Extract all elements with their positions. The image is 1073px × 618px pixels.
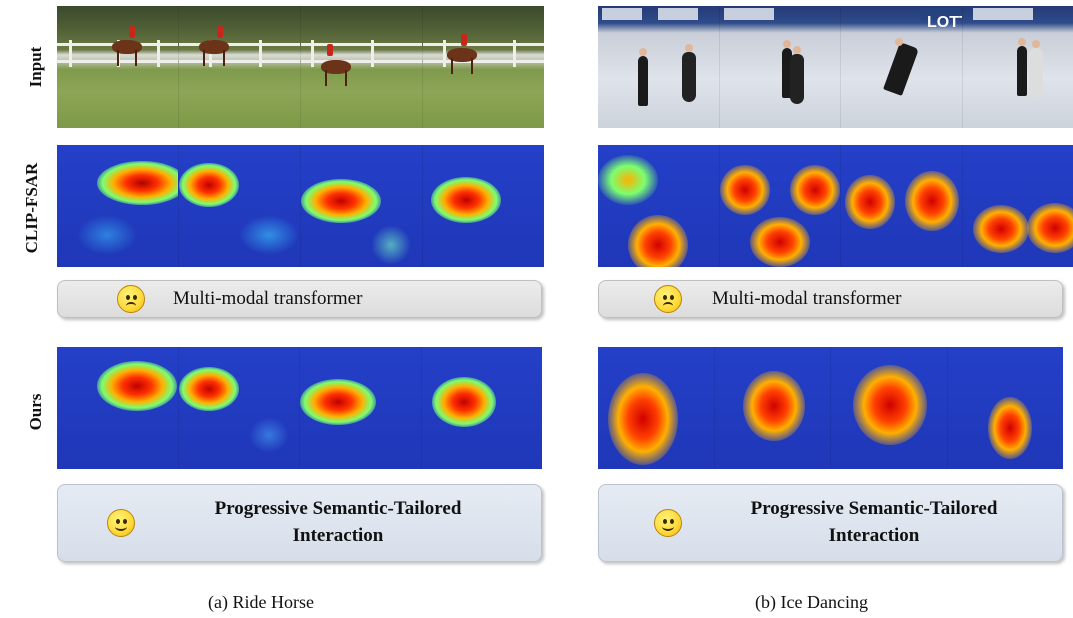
heatmap-frame	[841, 145, 963, 267]
ours-caption-line1: Progressive Semantic-Tailored	[214, 498, 462, 519]
heatmap-frame	[423, 145, 544, 267]
smiling-face-icon	[654, 509, 682, 537]
ours-caption-line2: Interaction	[828, 525, 920, 546]
clip-fsar-caption-text: Multi-modal transformer	[173, 288, 363, 309]
heatmap-frame	[962, 145, 1073, 267]
input-frame	[57, 6, 179, 128]
row-label-ours: Ours	[26, 393, 45, 431]
input-frame	[301, 6, 423, 128]
clip-fsar-heatmaps-ice	[598, 145, 1073, 267]
heatmap-frame	[719, 145, 841, 267]
heatmap-frame	[57, 145, 179, 267]
input-frame	[598, 6, 720, 128]
row-label-input: Input	[26, 46, 45, 88]
ours-caption-line1: Progressive Semantic-Tailored	[750, 498, 998, 519]
heatmap-frame	[947, 347, 1063, 469]
clip-fsar-caption-text: Multi-modal transformer	[712, 288, 902, 309]
input-frame	[423, 6, 544, 128]
heatmap-frame	[598, 145, 720, 267]
lotte-ad-text: LOTTE	[927, 14, 962, 31]
sad-face-icon	[117, 285, 145, 313]
clip-fsar-heatmaps-horse	[57, 145, 544, 267]
heatmap-frame	[598, 347, 715, 469]
sad-face-icon	[654, 285, 682, 313]
heatmap-frame	[300, 347, 422, 469]
clip-fsar-caption-box-a: Multi-modal transformer	[57, 280, 542, 318]
row-label-clip-fsar: CLIP-FSAR	[22, 162, 41, 254]
ours-caption-box-a: Progressive Semantic-Tailored Interactio…	[57, 484, 542, 562]
heatmap-frame	[421, 347, 542, 469]
subcaption-a: (a) Ride Horse	[208, 592, 314, 612]
heatmap-frame	[179, 145, 301, 267]
smiling-face-icon	[107, 509, 135, 537]
ours-caption-text: Progressive Semantic-Tailored Interactio…	[158, 495, 518, 549]
heatmap-frame	[301, 145, 423, 267]
input-frame	[179, 6, 301, 128]
input-frame: LOTTE	[841, 6, 963, 128]
ours-heatmaps-horse	[57, 347, 542, 469]
heatmap-frame	[178, 347, 300, 469]
clip-fsar-caption-box-b: Multi-modal transformer	[598, 280, 1063, 318]
ours-caption-line2: Interaction	[292, 525, 384, 546]
heatmap-frame	[714, 347, 831, 469]
input-frame	[719, 6, 841, 128]
input-frame	[962, 6, 1073, 128]
heatmap-frame	[831, 347, 948, 469]
ours-caption-text: Progressive Semantic-Tailored Interactio…	[699, 495, 1049, 549]
subcaption-b: (b) Ice Dancing	[755, 592, 868, 612]
ours-caption-box-b: Progressive Semantic-Tailored Interactio…	[598, 484, 1063, 562]
input-frames-ice: LOTTE	[598, 6, 1073, 128]
input-frames-horse	[57, 6, 544, 128]
ours-heatmaps-ice	[598, 347, 1063, 469]
heatmap-frame	[57, 347, 179, 469]
